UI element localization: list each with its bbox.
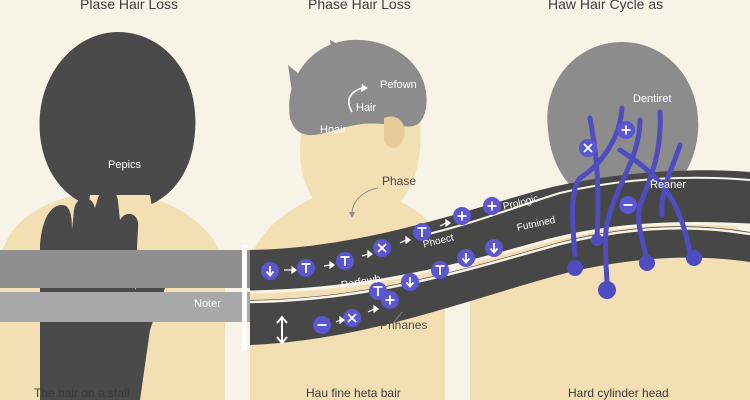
plus-icon [616,120,636,140]
arrow-down-icon [484,238,504,258]
label-noter: Noter [194,298,221,310]
hair-root-bulbs [567,234,702,299]
center-ear [384,116,405,148]
band-divider [242,245,247,350]
t-bar-icon [430,260,450,280]
plus-icon [452,206,472,226]
band-stripe-2 [249,227,750,304]
minus-icon [618,195,638,215]
arrow-down-icon [456,248,476,268]
left-band-lower [0,292,250,322]
t-bar-icon [296,258,316,278]
left-band-upper [0,250,250,288]
x-mark-icon [578,138,598,158]
arrow-down-icon [260,261,280,281]
caption-right: Hard cylinder head [568,386,669,400]
label-pepics: Pepics [108,159,142,171]
hair-roots [570,105,693,293]
phase-pointer [351,187,379,215]
label-dentiret: Dentiret [633,93,672,105]
label-perfown-top: Pefown [380,79,417,91]
label-phhanes: Phhanes [380,318,428,332]
double-arrow-icon [276,315,288,345]
left-head-hair [39,32,196,212]
label-hoair: Hoair [320,124,347,136]
caption-left: The hair on a stall [34,386,130,400]
band-arrows [284,218,451,325]
cycle-arrow-icon [348,87,363,113]
caption-center: Hau fine heta bair [306,386,401,400]
title-center: Phase Hair Loss [308,0,411,12]
x-mark-icon [342,308,362,328]
minus-icon [312,315,332,335]
label-phase: Phase [382,174,417,188]
plus-icon [380,290,400,310]
t-bar-icon [335,251,355,271]
arrow-down-icon [400,272,420,292]
band-stripe-3 [419,176,750,237]
label-reaner: Reaner [650,179,687,191]
x-mark-icon [372,238,392,258]
title-left: Plase Hair Loss [80,0,179,12]
center-head-hair [288,39,427,136]
phhanes-pointer [393,311,403,323]
cycle-band-lower [250,226,750,345]
title-right: Haw Hair Cycle as [548,0,664,12]
label-hair: Hair [356,102,377,114]
plus-icon [482,196,502,216]
